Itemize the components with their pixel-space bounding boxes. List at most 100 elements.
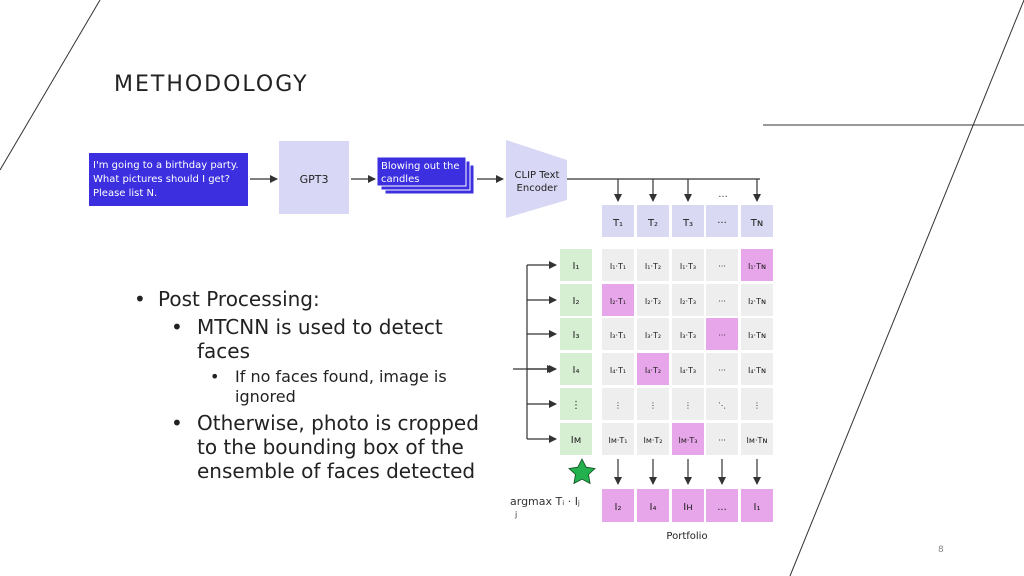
text-embedding-cell [706, 205, 738, 237]
similarity-label: I₂·T₃ [680, 297, 696, 306]
portfolio-label-item: I₁ [754, 502, 761, 513]
similarity-cell [637, 353, 669, 385]
text-embedding-label: T₁ [612, 218, 623, 229]
image-embedding-cell [560, 249, 592, 281]
similarity-label: ⋮ [684, 401, 692, 410]
bullet-text: Post Processing: [158, 287, 320, 311]
similarity-cell [672, 388, 704, 420]
similarity-cell [741, 388, 773, 420]
portfolio-label-item: Iʜ [683, 502, 693, 513]
bullet-item: • If no faces found, image is ignored [130, 367, 490, 407]
bullet-item: • Post Processing: [130, 287, 490, 311]
encoder-line-2: Encoder [517, 183, 559, 194]
portfolio-cell [706, 489, 738, 522]
encoder-line-1: CLIP Text [515, 170, 560, 181]
caption-line-2: candles [381, 174, 419, 185]
gpt3-box [279, 141, 349, 214]
similarity-label: ··· [718, 436, 726, 445]
bullet-item: • Otherwise, photo is cropped to the boun… [130, 411, 490, 483]
clip-text-encoder [506, 140, 567, 218]
image-embedding-cell [560, 353, 592, 385]
image-embedding-label: I₂ [573, 296, 580, 307]
similarity-label: ··· [718, 366, 726, 375]
similarity-cell [602, 249, 634, 281]
similarity-cell [637, 318, 669, 350]
similarity-cell [637, 249, 669, 281]
text-embedding-cell [672, 205, 704, 237]
similarity-cell [706, 249, 738, 281]
text-embedding-label: T₃ [682, 218, 693, 229]
similarity-cell [672, 423, 704, 455]
image-embedding-label: I₄ [573, 365, 580, 376]
image-embedding-cell [560, 318, 592, 350]
similarity-label: I₄·T₁ [610, 366, 626, 375]
similarity-cell [672, 284, 704, 316]
text-embedding-cell [741, 205, 773, 237]
prompt-line-2: What pictures should I get? [93, 174, 230, 185]
similarity-label: ⋮ [614, 401, 622, 410]
bullet-dot-icon: • [171, 411, 183, 435]
similarity-label: Iᴍ·T₃ [678, 436, 697, 445]
text-embedding-cell [602, 205, 634, 237]
similarity-label: I₁·T₃ [680, 262, 696, 271]
image-embedding-cell [560, 388, 592, 420]
similarity-cell [672, 353, 704, 385]
similarity-label: ··· [718, 331, 726, 340]
text-embedding-cell [637, 205, 669, 237]
similarity-label: I₄·Tɴ [748, 366, 766, 375]
similarity-label: ⋮ [649, 401, 657, 410]
similarity-cell [672, 318, 704, 350]
similarity-label: I₃·T₃ [680, 331, 696, 340]
similarity-cell [602, 284, 634, 316]
text-embedding-label: ··· [717, 218, 727, 229]
similarity-label: I₄·T₃ [680, 366, 696, 375]
similarity-cell [741, 353, 773, 385]
similarity-label: Iᴍ·Tɴ [747, 436, 768, 445]
argmax-subscript: j [514, 510, 517, 519]
similarity-label: Iᴍ·T₂ [643, 436, 662, 445]
argmax-label: argmax Tᵢ · Iⱼ [510, 495, 580, 508]
bullet-item: •MTCNN is used to detect faces [130, 315, 490, 363]
bullet-text: Otherwise, photo is cropped to the bound… [197, 411, 479, 483]
similarity-cell [602, 388, 634, 420]
text-embedding-label: T₂ [647, 218, 658, 229]
portfolio-cell [741, 489, 773, 522]
caption-line-1: Blowing out the [381, 161, 460, 172]
similarity-cell [602, 318, 634, 350]
similarity-cell [602, 423, 634, 455]
bullet-text: MTCNN is used to detect faces [197, 315, 443, 363]
star-icon [568, 458, 596, 485]
image-embedding-label: ⋮ [571, 400, 581, 411]
similarity-label: I₄·T₂ [645, 366, 661, 375]
prompt-box [89, 153, 248, 206]
similarity-label: ··· [718, 297, 726, 306]
portfolio-label: Portfolio [666, 531, 707, 542]
similarity-cell [706, 388, 738, 420]
similarity-cell [706, 353, 738, 385]
similarity-label: I₁·T₂ [645, 262, 661, 271]
caption-card-front [376, 156, 467, 187]
image-embedding-label: Iᴍ [571, 435, 582, 446]
similarity-cell [741, 284, 773, 316]
slide-title: METHODOLOGY [114, 72, 309, 97]
page-number: 8 [938, 545, 944, 555]
bullet-dot-icon: • [210, 367, 220, 386]
similarity-cell [741, 249, 773, 281]
similarity-cell [672, 249, 704, 281]
similarity-cell [706, 423, 738, 455]
similarity-label: I₃·T₁ [610, 331, 626, 340]
similarity-label: ··· [718, 262, 726, 271]
similarity-cell [706, 318, 738, 350]
image-embedding-label: I₃ [573, 330, 580, 341]
similarity-cell [602, 353, 634, 385]
bullet-text: If no faces found, image is ignored [235, 367, 447, 406]
bullet-dot-icon: • [134, 287, 146, 311]
similarity-label: Iᴍ·T₁ [608, 436, 627, 445]
encoder-ellipsis: ... [718, 189, 728, 200]
similarity-cell [741, 423, 773, 455]
portfolio-label-item: I₄ [650, 502, 657, 513]
similarity-label: I₁·T₁ [610, 262, 626, 271]
similarity-label: I₃·T₂ [645, 331, 661, 340]
similarity-label: ⋮ [753, 401, 761, 410]
